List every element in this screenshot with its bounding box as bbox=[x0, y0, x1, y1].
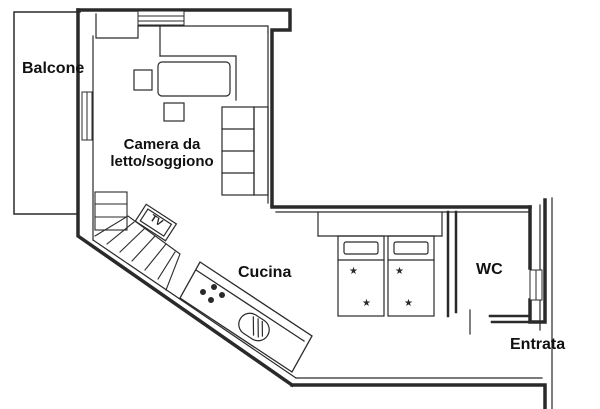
window-entrance bbox=[529, 269, 543, 301]
bed-area bbox=[317, 211, 443, 317]
wardrobe bbox=[221, 106, 269, 196]
inner-wall-lines bbox=[92, 13, 553, 409]
window-top bbox=[137, 10, 185, 26]
dining-table bbox=[133, 25, 237, 122]
outer-walls bbox=[76, 8, 547, 409]
room-label-camera-line1: Camera da bbox=[123, 136, 201, 153]
svg-text:★: ★ bbox=[362, 298, 371, 309]
cooktop bbox=[200, 284, 225, 303]
balcony-outline bbox=[13, 11, 81, 215]
room-label-entrata-text: Entrata bbox=[510, 336, 566, 353]
room-label-cucina-text: Cucina bbox=[238, 264, 292, 281]
room-label-cucina: Cucina bbox=[238, 264, 291, 282]
room-label-balcone-text: Balcone bbox=[22, 60, 85, 77]
room-label-camera: Camera da letto/soggiono bbox=[104, 136, 220, 171]
room-label-wc-text: WC bbox=[476, 261, 503, 278]
kitchen-sink bbox=[238, 312, 270, 342]
bed-marks: ★ ★ ★ ★ bbox=[349, 266, 413, 309]
staircase bbox=[94, 191, 181, 291]
wc-partition bbox=[446, 210, 532, 335]
kitchen-counter bbox=[179, 261, 313, 373]
room-label-wc: WC bbox=[476, 261, 503, 279]
room-label-balcone: Balcone bbox=[22, 60, 84, 78]
svg-text:★: ★ bbox=[404, 298, 413, 309]
svg-text:★: ★ bbox=[349, 266, 358, 277]
room-label-entrata: Entrata bbox=[510, 336, 565, 354]
room-label-camera-line2: letto/soggiono bbox=[110, 153, 214, 171]
svg-text:★: ★ bbox=[395, 266, 404, 277]
tv-unit bbox=[134, 203, 178, 242]
balcony-door bbox=[81, 91, 93, 141]
